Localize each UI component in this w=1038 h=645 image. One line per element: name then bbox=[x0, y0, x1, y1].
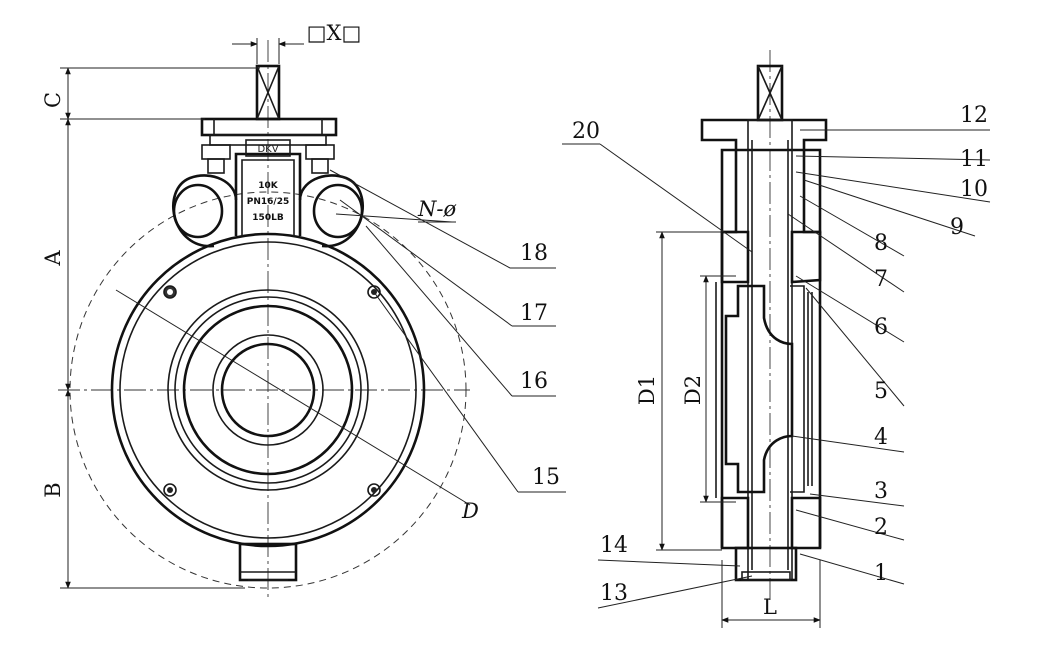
part-18: 18 bbox=[520, 241, 548, 266]
dim-D2: D2 bbox=[681, 375, 705, 405]
front-leaders: 18 17 16 15 bbox=[329, 169, 566, 493]
top-flange bbox=[200, 117, 338, 137]
body-outer-circle bbox=[110, 232, 426, 548]
body-mark-2: PN16/25 bbox=[247, 197, 289, 207]
dim-L: L bbox=[763, 595, 777, 619]
brand-plate bbox=[245, 139, 291, 157]
part-11: 11 bbox=[960, 147, 988, 172]
dim-B: B bbox=[41, 482, 65, 497]
part-7: 7 bbox=[874, 267, 888, 292]
part-10: 10 bbox=[960, 177, 988, 202]
part-12: 12 bbox=[960, 103, 988, 128]
brand-label: DKV bbox=[257, 144, 278, 155]
body-mark-3: 150LB bbox=[252, 213, 284, 223]
part-20: 20 bbox=[572, 119, 600, 144]
part-9: 9 bbox=[950, 215, 964, 240]
part-2: 2 bbox=[874, 515, 888, 540]
side-bottom-cap bbox=[734, 546, 798, 582]
dim-A: A bbox=[41, 250, 65, 267]
body-mark-1: 10K bbox=[258, 181, 279, 191]
seat-inner bbox=[182, 304, 354, 476]
part-6: 6 bbox=[874, 315, 888, 340]
part-15: 15 bbox=[532, 465, 560, 490]
left-ear bbox=[172, 174, 238, 248]
part-16: 16 bbox=[520, 369, 548, 394]
part-17: 17 bbox=[520, 301, 548, 326]
part-3: 3 bbox=[874, 479, 888, 504]
flange-bolt-circle bbox=[69, 191, 467, 589]
stem-top bbox=[255, 64, 281, 121]
part-1: 1 bbox=[874, 561, 888, 586]
side-top-flange bbox=[700, 118, 828, 152]
seat-ring bbox=[174, 296, 362, 484]
front-view: DKV 10K PN16/25 150LB D C A B bbox=[41, 21, 479, 598]
disc-profile bbox=[724, 284, 794, 494]
side-leaders: 12 11 10 9 8 7 6 5 4 3 2 1 20 14 13 bbox=[562, 103, 991, 609]
stem-square-label: □X□ bbox=[307, 21, 362, 45]
part-8: 8 bbox=[874, 231, 888, 256]
body-inner-rim bbox=[119, 241, 417, 539]
dim-D: D bbox=[461, 499, 479, 523]
bore-outer bbox=[212, 334, 324, 446]
part-13: 13 bbox=[600, 581, 628, 606]
seat-outer bbox=[167, 289, 369, 491]
part-14: 14 bbox=[600, 533, 628, 558]
dim-D1: D1 bbox=[635, 375, 659, 405]
right-ear-hole bbox=[312, 183, 364, 239]
dim-C: C bbox=[41, 92, 65, 108]
left-ear-hole bbox=[172, 183, 224, 239]
part-5: 5 bbox=[874, 379, 888, 404]
side-view: D1 D2 L bbox=[635, 50, 828, 628]
bore-inner bbox=[220, 342, 316, 438]
part-4: 4 bbox=[874, 425, 888, 450]
hole-spec-label: N-ø bbox=[417, 197, 456, 221]
